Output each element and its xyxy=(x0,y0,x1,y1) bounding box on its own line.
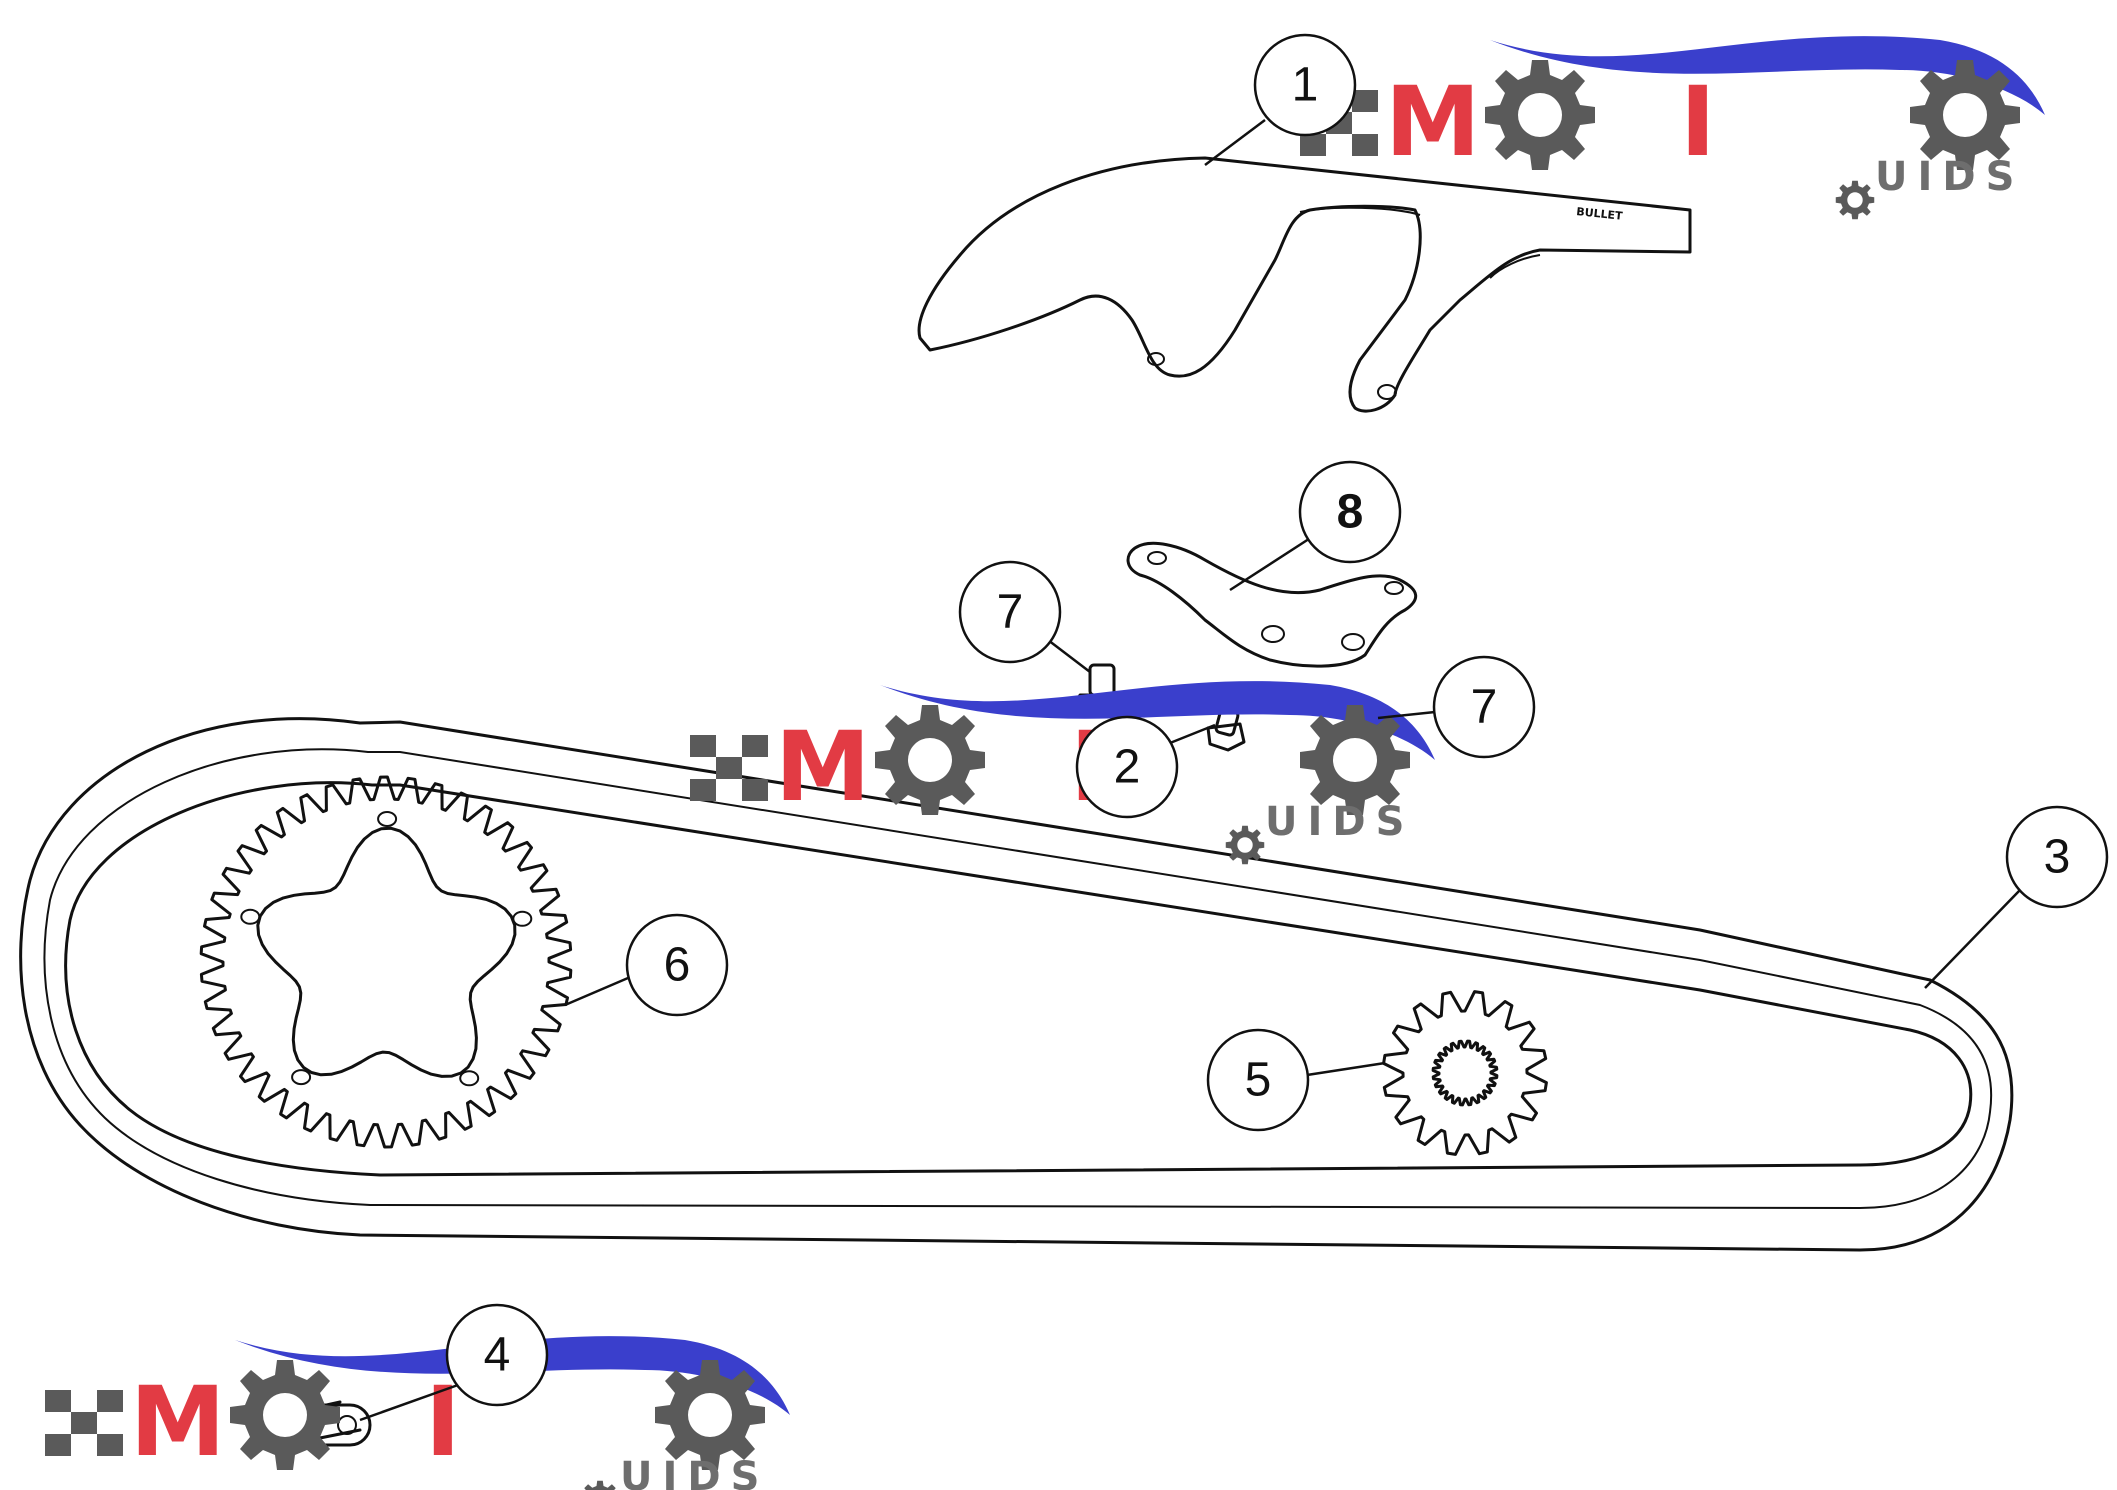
callout-4-number: 4 xyxy=(484,1329,511,1382)
rear-sprocket-bolt-hole xyxy=(512,910,533,927)
callout-2-number: 2 xyxy=(1114,741,1141,794)
rear-sprocket-bolt-hole xyxy=(291,1069,312,1086)
callout-5-number: 5 xyxy=(1245,1054,1272,1107)
watermark-sub-text: UIDS xyxy=(1875,154,2024,200)
rear-sprocket-bolt-hole xyxy=(240,908,261,925)
watermark-bottom-left: M I UIDS xyxy=(45,1336,790,1490)
callout-7-left: 7 xyxy=(958,560,1091,673)
callout-8-number: 8 xyxy=(1337,486,1364,539)
rear-sprocket xyxy=(199,775,573,1149)
front-sprocket-teeth xyxy=(1382,990,1548,1156)
watermark-letter-i: I xyxy=(425,1366,461,1478)
chain-guard: BULLET xyxy=(917,156,1692,413)
watermark-sub-text: UIDS xyxy=(1265,799,1414,845)
front-sprocket xyxy=(1382,990,1548,1156)
callout-4: 4 xyxy=(359,1303,549,1422)
drive-chain xyxy=(19,717,2014,1252)
callout-5: 5 xyxy=(1206,1028,1386,1132)
callout-8: 8 xyxy=(1229,460,1402,592)
watermark-letter-m: M xyxy=(130,1366,226,1478)
guard-brand-text: BULLET xyxy=(1576,205,1624,223)
callout-6: 6 xyxy=(564,913,729,1017)
bracket xyxy=(1126,541,1418,668)
callout-1: 1 xyxy=(1204,33,1357,166)
watermark-center: M I UIDS xyxy=(690,681,1435,864)
front-sprocket-spline xyxy=(1431,1039,1499,1107)
callout-1-number: 1 xyxy=(1292,59,1319,112)
rear-sprocket-teeth xyxy=(199,775,573,1149)
rear-sprocket-bolt-hole xyxy=(377,811,398,827)
callout-2: 2 xyxy=(1075,715,1216,819)
callout-7-left-number: 7 xyxy=(997,586,1024,639)
callout-3: 3 xyxy=(1924,805,2109,989)
callout-7-right-number: 7 xyxy=(1471,681,1498,734)
watermark-letter-m: M xyxy=(1385,66,1481,178)
watermark-sub-text: UIDS xyxy=(620,1454,769,1490)
rear-sprocket-bolt-hole xyxy=(459,1070,480,1087)
rear-sprocket-cutout xyxy=(256,826,517,1078)
callout-3-number: 3 xyxy=(2044,831,2071,884)
watermark-letter-i: I xyxy=(1680,66,1716,178)
watermark-letter-m: M xyxy=(775,711,871,823)
callout-7-right: 7 xyxy=(1377,655,1536,759)
callout-6-number: 6 xyxy=(664,939,691,992)
watermark-top-right: M I UIDS xyxy=(1300,36,2045,219)
